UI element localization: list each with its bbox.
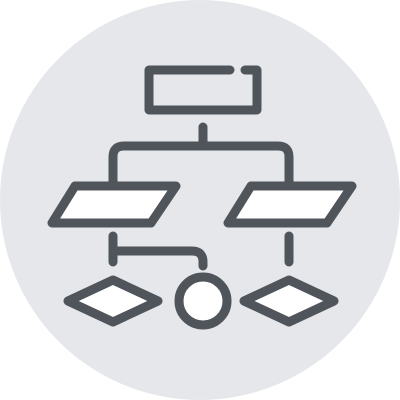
right-decision-diamond bbox=[239, 275, 339, 327]
left-data-parallelogram bbox=[47, 181, 181, 228]
left-decision-diamond bbox=[63, 275, 163, 327]
center-terminal-circle bbox=[174, 272, 232, 330]
top-process-box bbox=[144, 65, 262, 115]
branch-connector-line bbox=[108, 141, 294, 188]
right-data-parallelogram bbox=[223, 181, 357, 228]
left-to-circle-connector bbox=[108, 246, 208, 271]
